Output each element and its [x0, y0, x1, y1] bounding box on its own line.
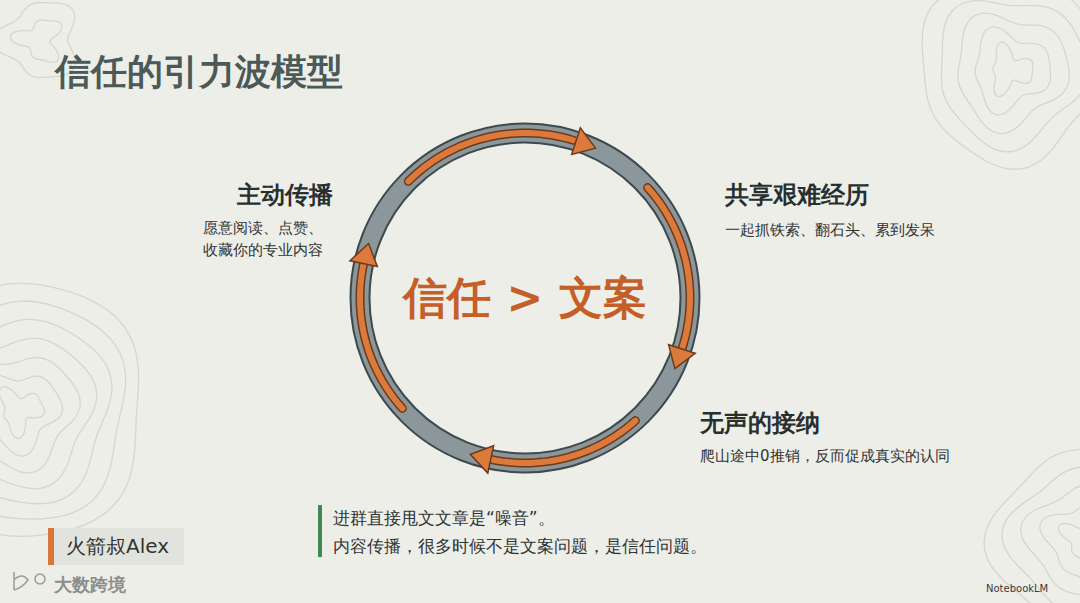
note-text: 内容传播，很多时候不是文案问题，是信任问题。	[333, 534, 707, 559]
cycle-arrow-edge	[491, 421, 636, 463]
center-label: 信任 > 文案	[403, 269, 647, 328]
cycle-arrow	[648, 188, 690, 349]
cycle-arrow	[408, 133, 573, 181]
note-bar	[318, 505, 322, 557]
brand-mark: NotebookLM	[986, 582, 1048, 597]
cycle-arrow-edge	[408, 133, 573, 181]
ring-edge	[360, 133, 690, 463]
stage-text: 爬山途中0推销，反而促成真实的认同	[700, 446, 950, 468]
stage-text: 愿意阅读、点赞、 收藏你的专业内容	[203, 218, 335, 262]
ring-band	[360, 133, 690, 463]
author-tag: 火箭叔Alex	[48, 528, 184, 565]
stage-heading: 共享艰难经历	[725, 178, 869, 213]
note-text: 进群直接甩文文章是“噪音”。	[333, 506, 555, 531]
arrow-head	[350, 243, 377, 266]
cycle-arrow-edge	[360, 264, 402, 409]
arrow-head	[572, 128, 596, 155]
cycle-arrow	[491, 421, 636, 463]
cycle-arrow	[360, 264, 402, 409]
cycle-circle: 信任 > 文案	[348, 121, 702, 475]
arrow-head	[669, 345, 696, 369]
watermark-icon	[14, 572, 45, 590]
cycle-arrow-edge	[648, 188, 690, 349]
title: 信任的引力波模型	[55, 48, 343, 97]
author-name: 火箭叔Alex	[66, 533, 170, 560]
stage-heading: 主动传播	[237, 178, 333, 213]
stage-text: 一起抓铁索、翻石头、累到发呆	[725, 220, 935, 242]
watermark: 大数跨境	[54, 572, 126, 598]
stage-heading: 无声的接纳	[700, 406, 820, 441]
arrow-head	[470, 446, 493, 473]
